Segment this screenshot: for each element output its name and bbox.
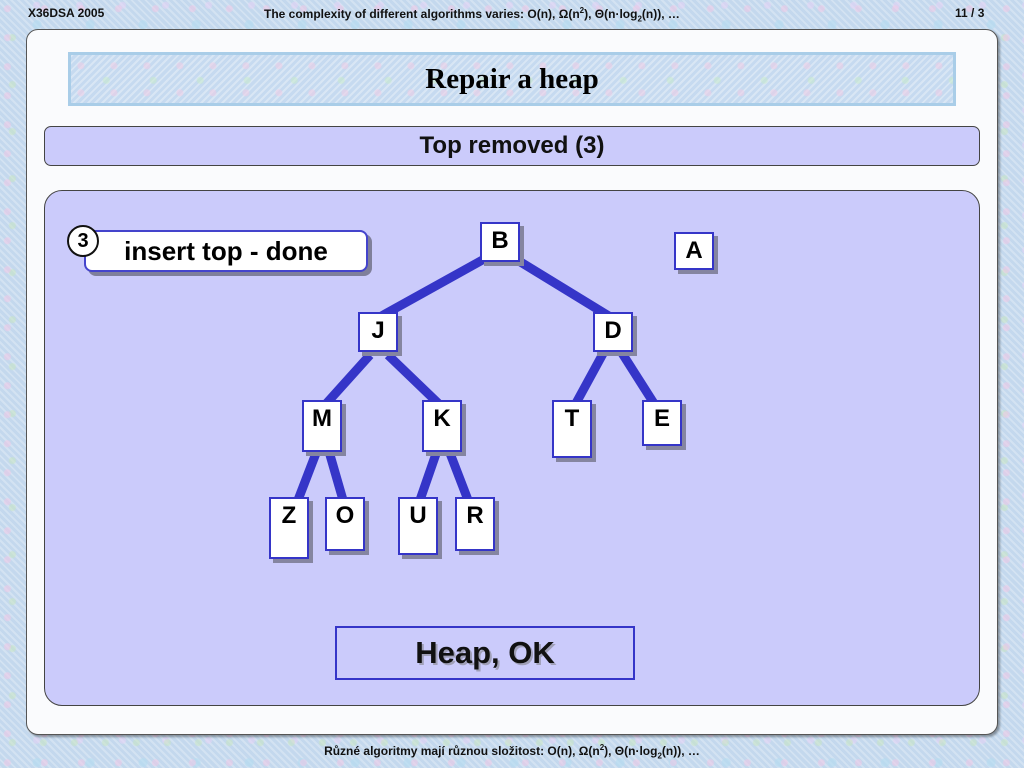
header-page-number: 11 / 3	[955, 6, 985, 20]
tree-node-u: U	[398, 497, 438, 555]
edge-d-t	[571, 347, 609, 408]
footer-sup: 2	[599, 743, 605, 752]
removed-node-a: A	[674, 232, 714, 270]
footer-c: (n)), …	[661, 744, 700, 758]
footer-text: Různé algoritmy mají různou složitost: O…	[0, 743, 1024, 760]
footer-a: Různé algoritmy mají různou složitost: O…	[324, 744, 600, 758]
header-course: X36DSA 2005	[28, 6, 105, 20]
tree-node-o: O	[325, 497, 365, 551]
tree-node-r: R	[455, 497, 495, 551]
edge-j-k	[384, 351, 444, 409]
tree-node-d: D	[593, 312, 633, 352]
edge-d-e	[616, 347, 659, 408]
edge-j-m	[321, 351, 374, 409]
title-banner: Repair a heap	[68, 52, 956, 106]
step-number-badge: 3	[67, 225, 99, 257]
diagram-panel	[44, 190, 980, 706]
header-topic-a: The complexity of different algorithms v…	[264, 7, 580, 21]
tree-node-b: B	[480, 222, 520, 262]
tree-node-k: K	[422, 400, 462, 452]
edge-b-j	[375, 254, 489, 322]
step-label-box: insert top - done	[84, 230, 368, 272]
slide-title: Repair a heap	[425, 62, 599, 95]
footer-sub: 2	[657, 751, 662, 761]
edge-b-d	[511, 254, 615, 322]
slide-subtitle: Top removed (3)	[419, 132, 605, 159]
header-topic-b: ), Θ(n·log	[584, 7, 638, 21]
subtitle-bar: Top removed (3)	[44, 126, 980, 166]
edge-k-u	[415, 446, 443, 502]
header-topic-sup: 2	[579, 6, 585, 15]
footer-b: ), Θ(n·log	[604, 744, 658, 758]
header-topic-c: (n)), …	[641, 7, 680, 21]
tree-node-e: E	[642, 400, 682, 446]
tree-node-z: Z	[269, 497, 309, 559]
edge-m-z	[293, 446, 323, 502]
header-topic: The complexity of different algorithms v…	[264, 6, 680, 23]
edge-m-o	[323, 446, 348, 502]
status-box: Heap, OK	[335, 626, 635, 680]
header-topic-sub: 2	[637, 14, 642, 24]
tree-node-j: J	[358, 312, 398, 352]
step-label-text: insert top - done	[124, 235, 328, 266]
status-text: Heap, OK	[415, 635, 555, 670]
edge-k-r	[443, 446, 473, 502]
tree-node-t: T	[552, 400, 592, 458]
tree-node-m: M	[302, 400, 342, 452]
